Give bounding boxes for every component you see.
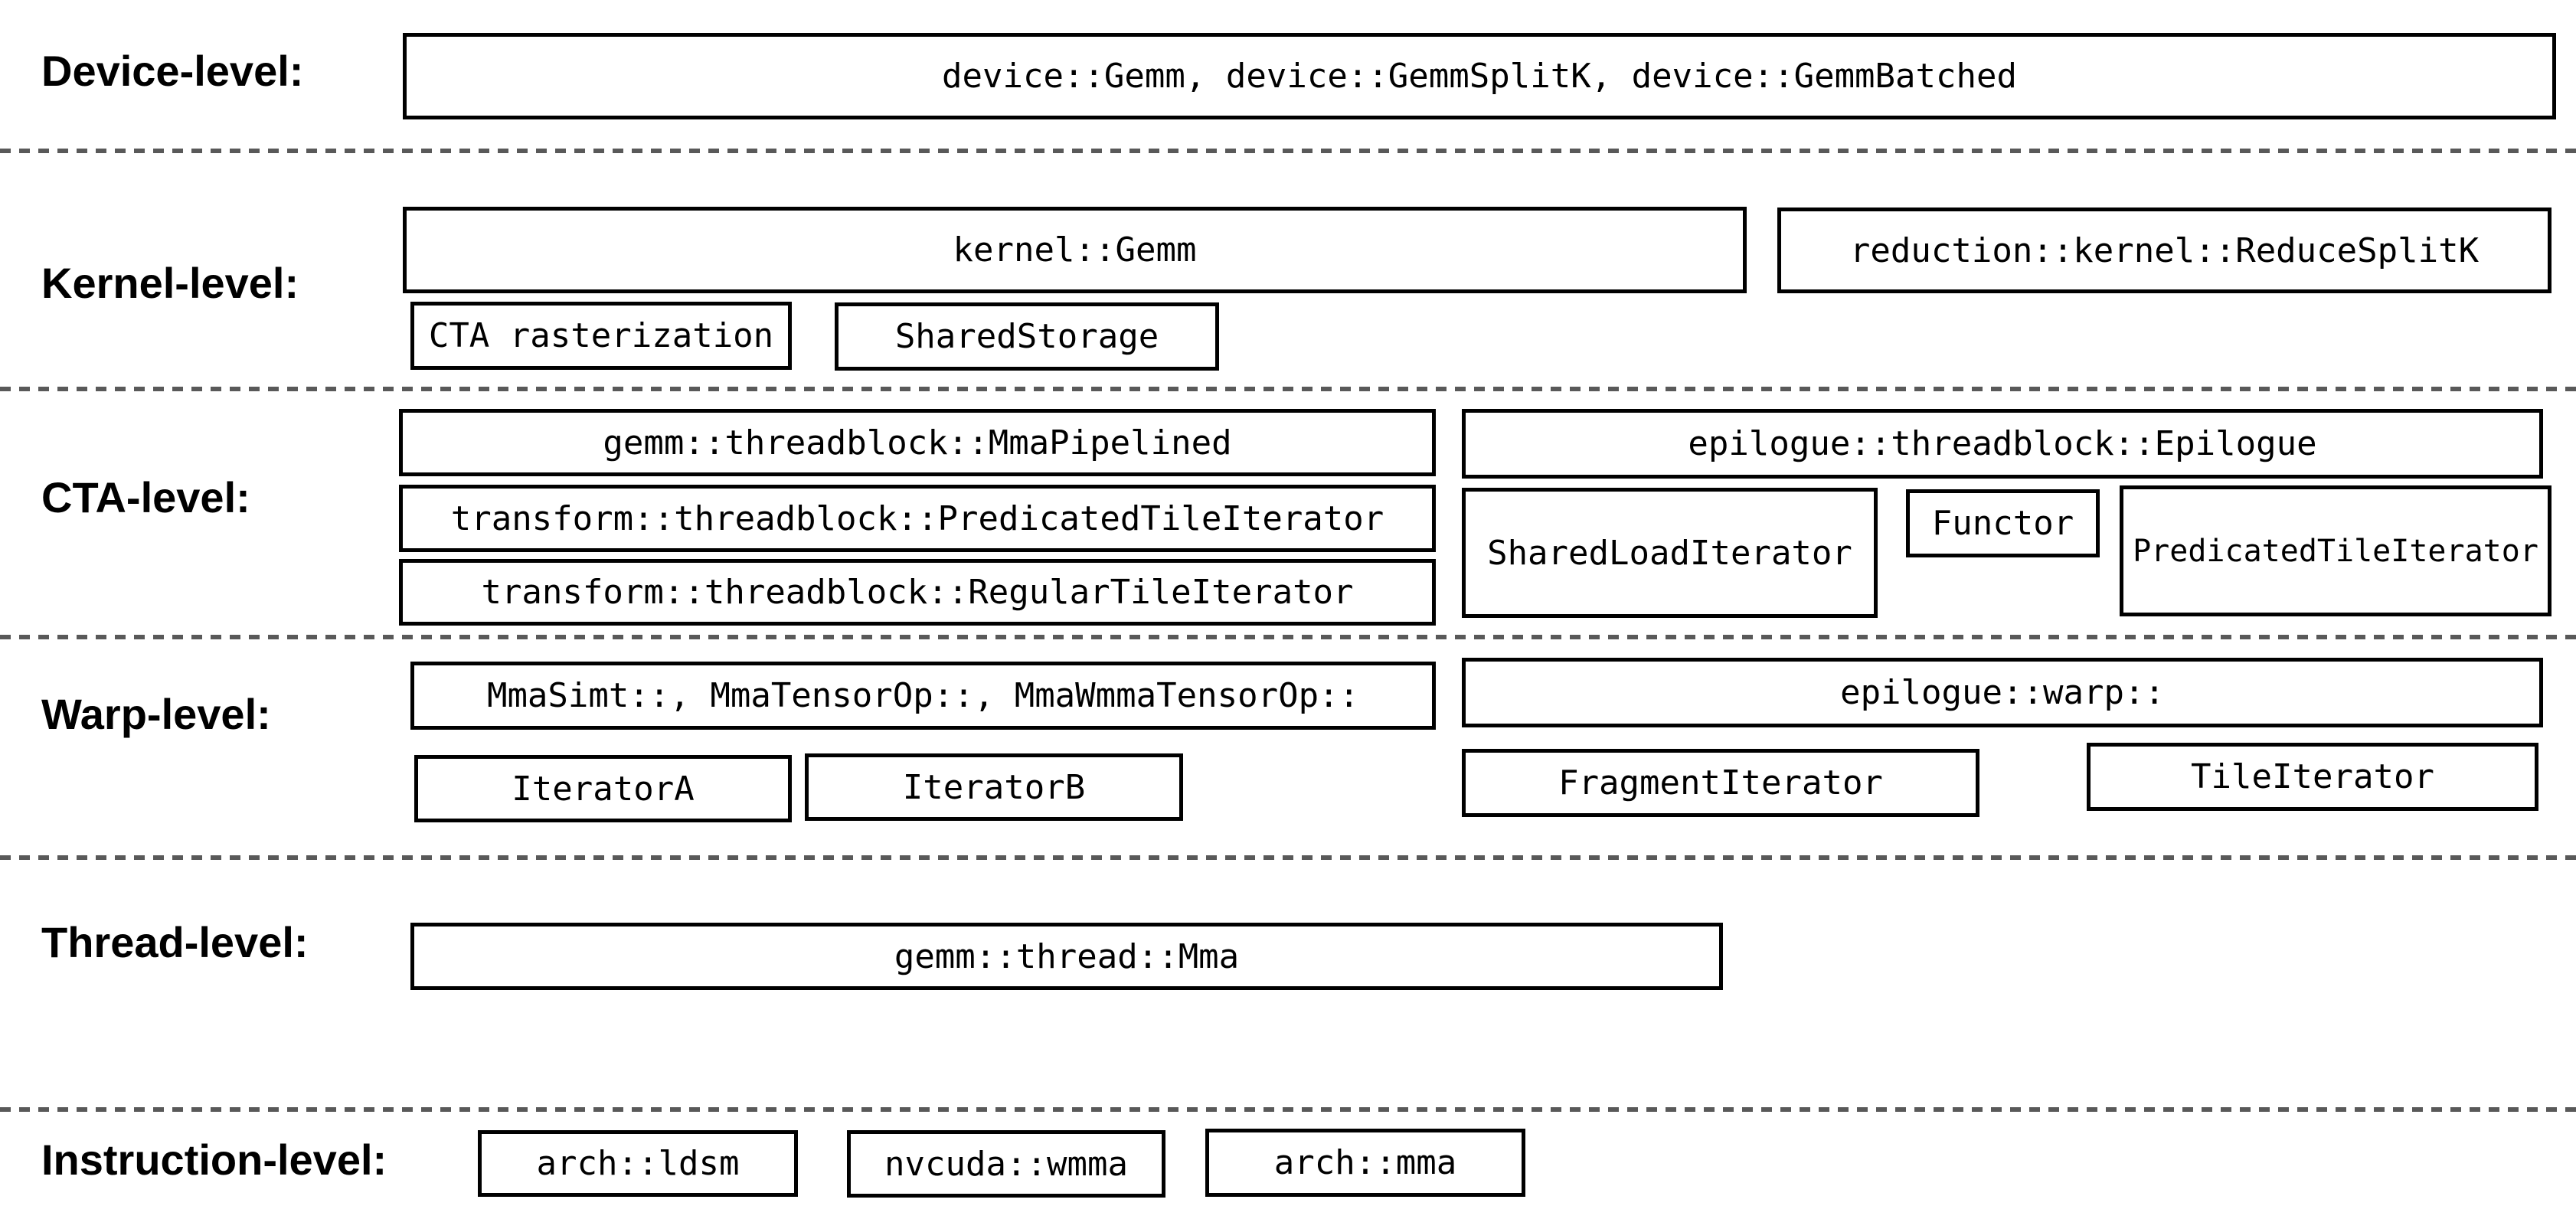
arch-ldsm-box: arch::ldsm	[478, 1130, 798, 1197]
device-level-label: Device-level:	[41, 47, 304, 95]
reduce-splitk-box: reduction::kernel::ReduceSplitK	[1777, 208, 2551, 293]
thread-level-label: Thread-level:	[41, 918, 309, 966]
iterator-a-box: IteratorA	[414, 755, 792, 822]
warp-mma-box: MmaSimt::, MmaTensorOp::, MmaWmmaTensorO…	[410, 662, 1436, 730]
separator-thread-instruction	[0, 1107, 2576, 1112]
device-gemm-box: device::Gemm, device::GemmSplitK, device…	[403, 33, 2556, 119]
kernel-level-label: Kernel-level:	[41, 259, 299, 307]
separator-cta-warp	[0, 635, 2576, 639]
functor-box: Functor	[1906, 489, 2100, 557]
arch-mma-box: arch::mma	[1205, 1129, 1525, 1197]
shared-load-iterator-box: SharedLoadIterator	[1462, 488, 1878, 618]
separator-device-kernel	[0, 149, 2576, 153]
separator-warp-thread	[0, 855, 2576, 860]
epilogue-threadblock-box: epilogue::threadblock::Epilogue	[1462, 409, 2543, 479]
cta-rasterization-box: CTA rasterization	[410, 302, 792, 370]
mma-pipelined-box: gemm::threadblock::MmaPipelined	[399, 409, 1436, 476]
warp-level-label: Warp-level:	[41, 690, 271, 738]
cta-level-label: CTA-level:	[41, 473, 250, 521]
nvcuda-wmma-box: nvcuda::wmma	[847, 1130, 1165, 1198]
regular-tile-iterator-box: transform::threadblock::RegularTileItera…	[399, 559, 1436, 626]
instruction-level-label: Instruction-level:	[41, 1136, 387, 1184]
shared-storage-box: SharedStorage	[835, 302, 1219, 371]
tile-iterator-box: TileIterator	[2087, 743, 2538, 811]
epilogue-warp-box: epilogue::warp::	[1462, 658, 2543, 727]
iterator-b-box: IteratorB	[805, 753, 1183, 821]
transform-predicated-tile-iterator-box: transform::threadblock::PredicatedTileIt…	[399, 485, 1436, 552]
thread-mma-box: gemm::thread::Mma	[410, 923, 1723, 990]
epilogue-predicated-tile-iterator-box: PredicatedTileIterator	[2120, 485, 2551, 616]
fragment-iterator-box: FragmentIterator	[1462, 749, 1979, 817]
separator-kernel-cta	[0, 387, 2576, 391]
kernel-gemm-box: kernel::Gemm	[403, 207, 1747, 293]
